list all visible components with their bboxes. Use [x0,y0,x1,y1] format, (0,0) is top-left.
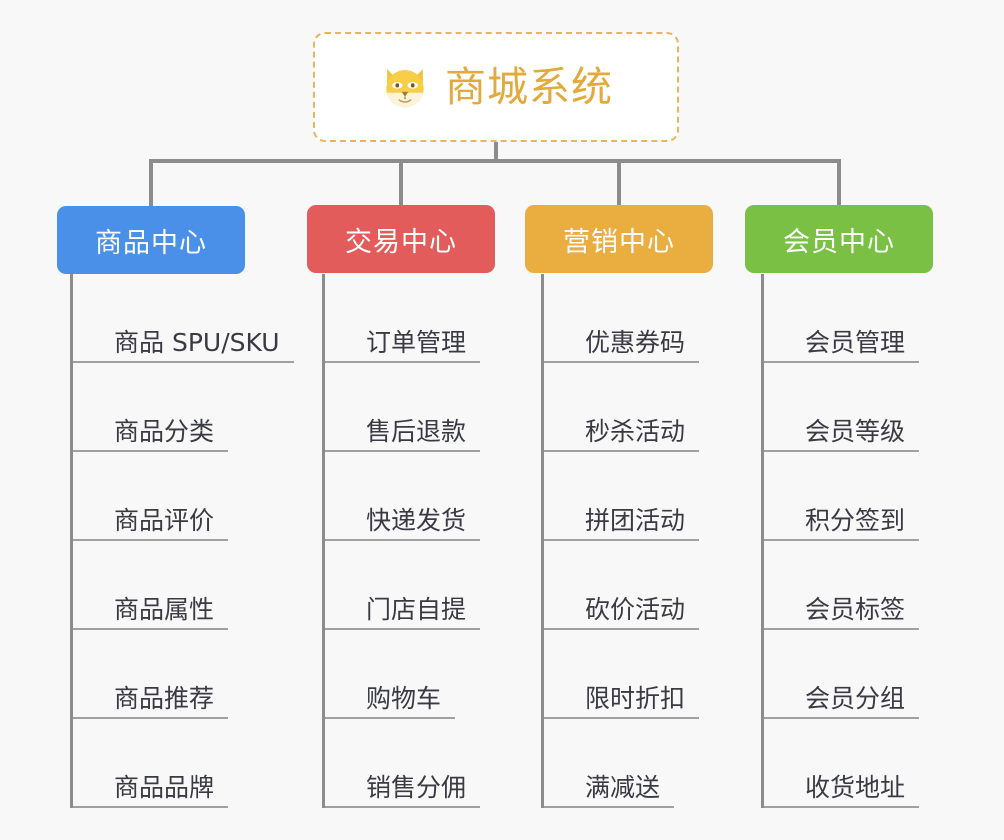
connector-horizontal-bus [149,159,841,163]
category-box-1[interactable]: 商品中心 [57,206,245,274]
list-item[interactable]: 会员管理 [764,274,919,363]
leaf-label: 会员标签 [805,594,906,624]
list-item[interactable]: 售后退款 [325,363,480,452]
leaf-label: 商品 SPU/SKU [114,327,280,357]
leaf-label: 商品属性 [114,594,215,624]
leaf-underline [544,539,699,541]
leaf-label: 会员管理 [805,327,906,357]
list-item[interactable]: 订单管理 [325,274,480,363]
leaf-column-4: 会员管理 会员等级 积分签到 会员标签 会员分组 收货地址 [761,274,919,808]
root-node[interactable]: 商城系统 [313,32,679,142]
category-box-2[interactable]: 交易中心 [307,205,495,273]
connector-root-stem [494,142,498,162]
list-item[interactable]: 商品 SPU/SKU [73,274,294,363]
leaf-label: 商品分类 [114,416,215,446]
leaf-label: 订单管理 [366,327,467,357]
root-title: 商城系统 [445,62,613,111]
list-item[interactable]: 快递发货 [325,452,480,541]
leaf-underline [325,717,455,719]
list-item[interactable]: 会员分组 [764,630,919,719]
leaf-underline [325,628,480,630]
leaf-underline [73,806,228,808]
leaf-label: 限时折扣 [585,683,686,713]
leaf-underline [764,450,919,452]
list-item[interactable]: 积分签到 [764,452,919,541]
leaf-label: 商品推荐 [114,683,215,713]
leaf-label: 售后退款 [366,416,467,446]
list-item[interactable]: 会员等级 [764,363,919,452]
leaf-underline [544,628,699,630]
list-item[interactable]: 限时折扣 [544,630,699,719]
leaf-label: 优惠券码 [585,327,686,357]
leaf-underline [764,539,919,541]
list-item[interactable]: 销售分佣 [325,719,480,808]
leaf-underline [544,717,699,719]
leaf-label: 门店自提 [366,594,467,624]
leaf-underline [764,806,919,808]
category-box-3[interactable]: 营销中心 [525,205,713,273]
leaf-label: 秒杀活动 [585,416,686,446]
leaf-underline [544,806,674,808]
leaf-underline [544,361,699,363]
connector-drop-2 [399,159,403,207]
leaf-underline [325,539,480,541]
category-label-2: 交易中心 [345,226,457,258]
leaf-column-1: 商品 SPU/SKU 商品分类 商品评价 商品属性 商品推荐 商品品牌 [70,274,294,808]
connector-drop-3 [617,159,621,207]
leaf-label: 拼团活动 [585,505,686,535]
leaf-column-2: 订单管理 售后退款 快递发货 门店自提 购物车 销售分佣 [322,274,480,808]
list-item[interactable]: 商品属性 [73,541,280,630]
list-item[interactable]: 秒杀活动 [544,363,699,452]
leaf-label: 商品品牌 [114,772,215,802]
list-item[interactable]: 商品评价 [73,452,280,541]
leaf-label: 收货地址 [805,772,906,802]
leaf-label: 砍价活动 [585,594,686,624]
shiba-dog-face-icon [386,69,424,108]
list-item[interactable]: 满减送 [544,719,685,808]
leaf-label: 快递发货 [366,505,467,535]
leaf-underline [73,539,228,541]
leaf-underline [325,450,480,452]
leaf-underline [73,450,228,452]
leaf-underline [325,361,480,363]
list-item[interactable]: 门店自提 [325,541,480,630]
leaf-underline [325,806,480,808]
leaf-underline [764,717,919,719]
list-item[interactable]: 商品推荐 [73,630,280,719]
leaf-underline [73,717,228,719]
leaf-label: 销售分佣 [366,772,467,802]
leaf-underline [73,361,294,363]
leaf-label: 商品评价 [114,505,215,535]
leaf-column-3: 优惠券码 秒杀活动 拼团活动 砍价活动 限时折扣 满减送 [541,274,699,808]
list-item[interactable]: 优惠券码 [544,274,699,363]
category-label-4: 会员中心 [783,226,895,258]
leaf-underline [544,450,699,452]
connector-drop-1 [149,159,153,207]
leaf-underline [764,361,919,363]
leaf-label: 积分签到 [805,505,906,535]
list-item[interactable]: 购物车 [325,630,466,719]
list-item[interactable]: 商品品牌 [73,719,280,808]
list-item[interactable]: 收货地址 [764,719,919,808]
category-label-1: 商品中心 [95,227,207,259]
list-item[interactable]: 拼团活动 [544,452,699,541]
category-box-4[interactable]: 会员中心 [745,205,933,273]
list-item[interactable]: 商品分类 [73,363,280,452]
list-item[interactable]: 会员标签 [764,541,919,630]
category-label-3: 营销中心 [563,226,675,258]
leaf-underline [73,628,228,630]
leaf-label: 会员分组 [805,683,906,713]
leaf-underline [764,628,919,630]
leaf-label: 购物车 [366,683,442,713]
connector-drop-4 [837,159,841,207]
leaf-label: 会员等级 [805,416,906,446]
list-item[interactable]: 砍价活动 [544,541,699,630]
leaf-label: 满减送 [585,772,661,802]
